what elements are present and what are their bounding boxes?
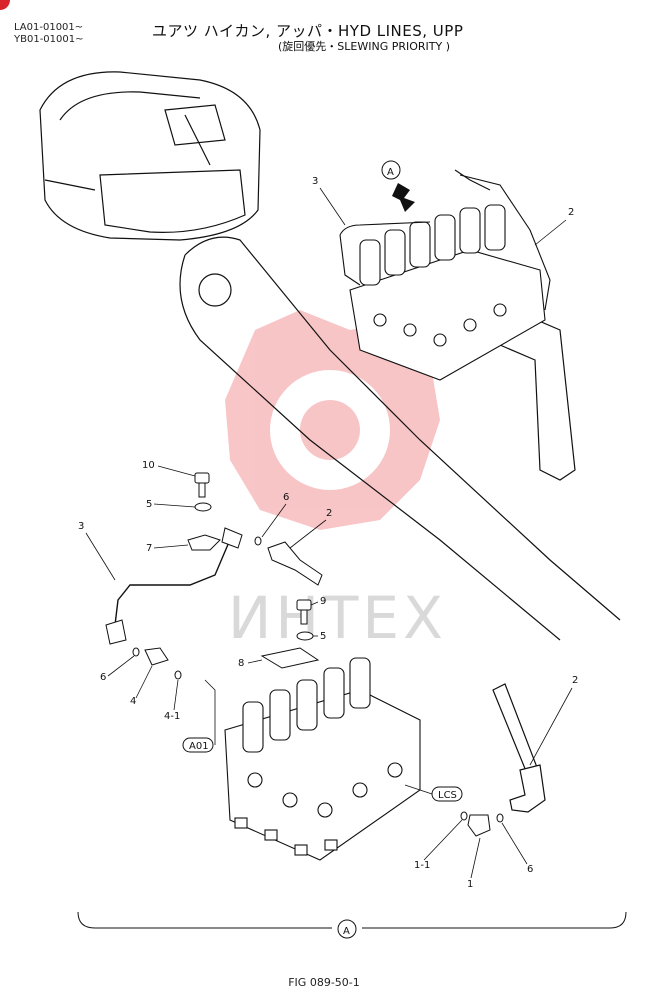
control-valve-top — [339, 169, 551, 381]
watermark-text: ИНТЕХ — [228, 584, 447, 652]
callout-2-mid: 2 — [326, 508, 332, 519]
view-a-marker-top — [381, 160, 401, 180]
port-a01-marker — [182, 737, 214, 753]
leader-1-1 — [423, 819, 463, 861]
callout-1-1: 1-1 — [414, 860, 430, 871]
corner-marker — [0, 0, 10, 10]
elbow-1 — [467, 814, 491, 837]
callout-5-top: 5 — [146, 499, 152, 510]
callout-4-1: 4-1 — [164, 711, 180, 722]
callout-3-top: 3 — [312, 176, 318, 187]
control-valve-lower — [224, 657, 421, 861]
washer-5-top — [194, 502, 212, 512]
callout-8: 8 — [238, 658, 244, 669]
leader-2-mid — [289, 519, 327, 549]
hose-3-end-lower — [105, 619, 127, 645]
bolt-10 — [194, 472, 210, 498]
o-ring-1-1 — [460, 811, 468, 821]
callout-6-top: 6 — [283, 492, 289, 503]
o-ring-6-right — [496, 813, 504, 823]
port-lcs-label: LCS — [438, 790, 457, 801]
leader-6-left — [107, 655, 135, 677]
leader-4 — [135, 665, 153, 699]
watermark — [225, 310, 440, 530]
serial-range-1: LA01-01001~ — [14, 22, 84, 33]
leader-9 — [310, 601, 319, 606]
callout-6-left: 6 — [100, 672, 106, 683]
callout-6-right: 6 — [527, 864, 533, 875]
o-ring-6-top — [254, 536, 262, 546]
serial-range: LA01-01001~ YB01-01001~ — [14, 22, 84, 46]
hose-3 — [114, 534, 233, 641]
view-bracket-left — [77, 911, 332, 929]
plate-8 — [260, 647, 320, 669]
leader-3-mid — [85, 532, 116, 581]
callout-10: 10 — [142, 460, 155, 471]
leader-6-top — [261, 503, 287, 538]
page-title: ユアツ ハイカン, アッパ・HYD LINES, UPP — [152, 22, 464, 40]
callout-3-mid: 3 — [78, 521, 84, 532]
o-ring-4-1 — [174, 670, 182, 680]
callout-9: 9 — [320, 596, 326, 607]
view-a-label-top: A — [387, 167, 394, 178]
port-a01-label: A01 — [189, 741, 209, 752]
hose-3-end-upper — [221, 527, 243, 549]
figure-number: FIG 089-50-1 — [288, 976, 360, 989]
leader-2-top — [534, 219, 567, 246]
view-bracket-right — [362, 911, 627, 929]
leader-2-right — [529, 687, 573, 766]
pipe-2-right — [492, 683, 546, 813]
clamp-7 — [187, 534, 221, 551]
view-a-label-bottom: A — [343, 926, 350, 937]
machine-overview-drawing — [39, 71, 261, 241]
leader-3-top — [319, 187, 346, 226]
leader-5-top — [153, 503, 196, 508]
pipe-fitting-2-mid — [267, 541, 323, 586]
callout-7: 7 — [146, 543, 152, 554]
leader-1 — [470, 837, 481, 879]
view-a-marker-bottom — [337, 919, 357, 939]
leader-lcs — [404, 784, 433, 795]
page-subtitle: (旋回優先・SLEWING PRIORITY ) — [278, 40, 451, 53]
callout-5-lower: 5 — [320, 631, 326, 642]
leader-6-right — [501, 822, 528, 865]
callout-1: 1 — [467, 879, 473, 890]
serial-range-2: YB01-01001~ — [14, 34, 84, 45]
leader-4-1 — [173, 679, 179, 711]
callout-2-top: 2 — [568, 207, 574, 218]
bolt-9 — [296, 599, 312, 625]
o-ring-6-left — [132, 647, 140, 657]
washer-5-lower — [296, 631, 314, 641]
boom-frame-outline — [179, 236, 621, 641]
view-arrow-top — [392, 183, 415, 212]
leader-a01 — [204, 679, 216, 745]
leader-8 — [247, 659, 263, 664]
callout-4: 4 — [130, 696, 136, 707]
adapter-4 — [144, 647, 169, 666]
leader-10 — [157, 465, 196, 477]
leader-7 — [153, 544, 189, 549]
callout-2-right: 2 — [572, 675, 578, 686]
